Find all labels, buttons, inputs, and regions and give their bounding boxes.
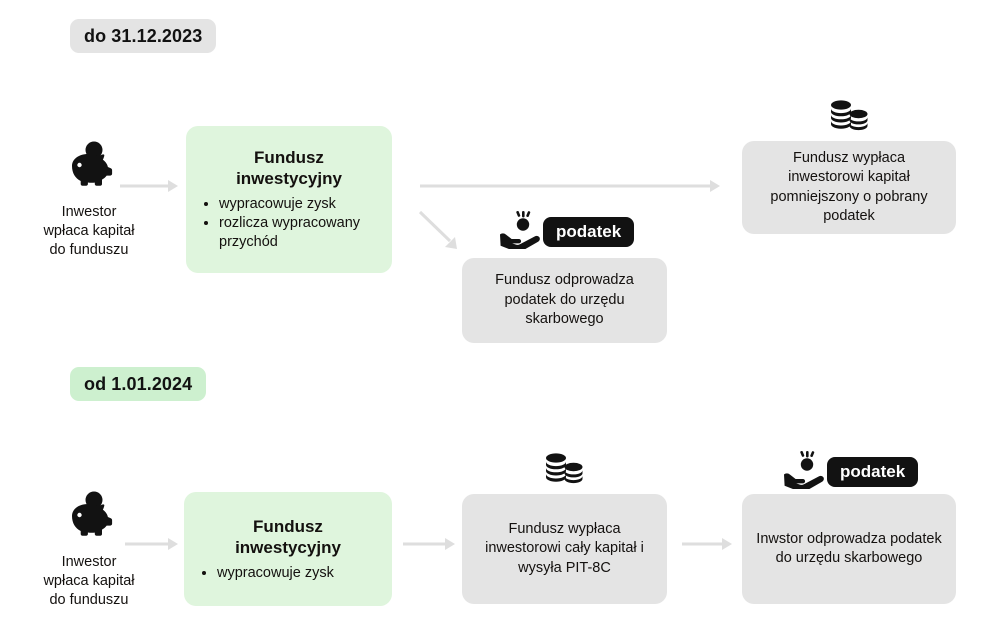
fund-bullet: wypracowuje zysk [219, 195, 378, 214]
hand-coin-tax-icon [497, 210, 543, 252]
investor-caption-line3: do funduszu [49, 242, 129, 258]
arrow-investor-to-fund-row1 [120, 178, 178, 194]
fund-box-row2: Fundusz inwestycyjny wypracowuje zysk [184, 492, 392, 606]
fund-bullet: rozlicza wypracowany przychód [219, 214, 378, 252]
tax-box-text-row1: Fundusz odprowadza podatek do urzędu ska… [495, 272, 634, 328]
tax-pill-row2: podatek [827, 457, 919, 487]
coin-stacks-icon [828, 99, 870, 133]
payout-box-text-row2: Fundusz wypłaca inwestorowi cały kapitał… [485, 520, 644, 576]
coin-stacks-icon [543, 452, 585, 486]
tax-box-row2: Inwstor odprowadza podatek do urzędu ska… [742, 494, 956, 604]
section-badge-from-2024: od 1.01.2024 [70, 367, 207, 401]
fund-box-row1: Fundusz inwestycyjny wypracowuje zysk ro… [186, 126, 392, 273]
investor-caption-line2: wpłaca kapitał [43, 573, 135, 589]
tax-box-row1: Fundusz odprowadza podatek do urzędu ska… [462, 258, 667, 343]
payout-box-row2: Fundusz wypłaca inwestorowi cały kapitał… [462, 494, 667, 604]
arrow-fund-to-tax-row1 [418, 210, 464, 254]
investor-caption-line1: Inwestor [61, 204, 117, 220]
fund-title-line2: inwestycyjny [236, 169, 342, 188]
investor-caption-row2: Inwestor wpłaca kapitał do funduszu [24, 553, 154, 610]
tax-pill-row1: podatek [543, 217, 635, 247]
fund-bullets-row1: wypracowuje zysk rozlicza wypracowany pr… [200, 195, 378, 252]
fund-bullets-row2: wypracowuje zysk [198, 564, 378, 583]
fund-title-line1: Fundusz [253, 516, 323, 536]
fund-title-line2: inwestycyjny [235, 537, 341, 557]
fund-title-line1: Fundusz [254, 148, 324, 167]
investor-caption-line3: do funduszu [49, 592, 129, 608]
fund-bullet: wypracowuje zysk [217, 564, 378, 583]
investor-caption-line1: Inwestor [61, 554, 117, 570]
piggy-bank-icon [64, 140, 116, 190]
arrow-investor-to-fund-row2 [125, 536, 178, 552]
tax-box-text-row2: Inwstor odprowadza podatek do urzędu ska… [756, 530, 942, 567]
payout-box-row1: Fundusz wypłaca inwestorowi kapitał pomn… [742, 141, 956, 234]
section-badge-before-2024: do 31.12.2023 [70, 19, 217, 53]
arrow-payout-to-tax-row2 [682, 536, 732, 552]
fund-box-title-row1: Fundusz inwestycyjny [200, 147, 378, 189]
piggy-bank-icon [64, 490, 116, 540]
arrow-fund-to-payout-row1 [420, 178, 720, 194]
hand-coin-tax-icon [781, 450, 827, 492]
investor-caption-line2: wpłaca kapitał [43, 223, 135, 239]
arrow-fund-to-payout-row2 [403, 536, 455, 552]
investor-caption-row1: Inwestor wpłaca kapitał do funduszu [24, 203, 154, 260]
payout-box-text-row1: Fundusz wypłaca inwestorowi kapitał pomn… [770, 149, 928, 225]
fund-box-title-row2: Fundusz inwestycyjny [198, 516, 378, 558]
